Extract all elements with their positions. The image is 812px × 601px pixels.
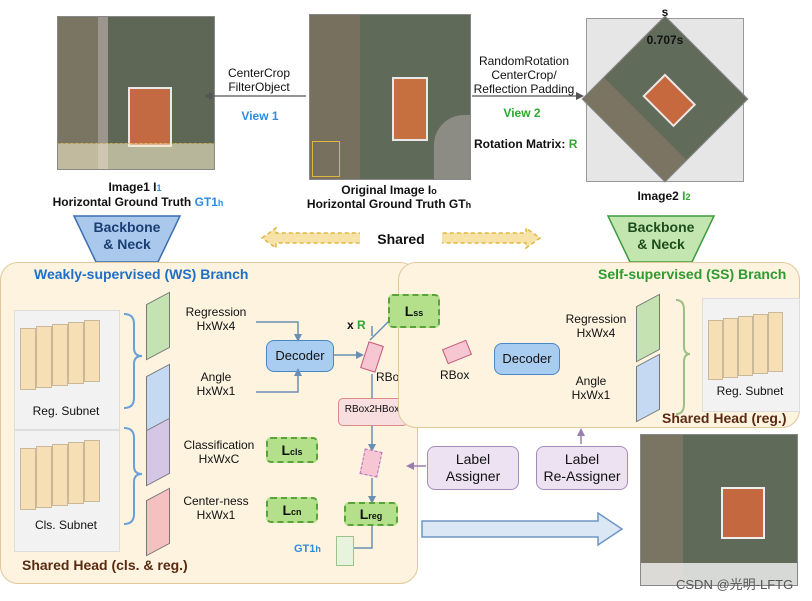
ws-cls-slab	[84, 440, 100, 502]
gt1h-label: GT1h	[294, 543, 321, 555]
ss-reg-slab	[768, 312, 783, 372]
bottom-right-satellite	[640, 434, 798, 586]
ss-shared-head: Shared Head (reg.)	[662, 410, 787, 426]
ss-brace	[675, 299, 691, 415]
ws-reg-slab	[68, 322, 84, 384]
ws-cls-slab	[68, 442, 84, 504]
ws-title: Weakly-supervised (WS) Branch	[34, 266, 249, 282]
loss-cn: Lcn	[266, 497, 318, 523]
ss-decoder: Decoder	[494, 343, 560, 375]
top-arrows	[204, 92, 584, 100]
ws-cls-slab	[36, 446, 52, 508]
backbone-right-label: Backbone& Neck	[627, 219, 695, 252]
ws-cls-subnet-label: Cls. Subnet	[34, 518, 98, 532]
ws-reg-slab	[20, 328, 36, 390]
gt1h-box	[336, 536, 354, 566]
xr-label: x R	[347, 318, 366, 332]
ss-reg-slab	[753, 314, 768, 374]
ss-reg-slab	[708, 320, 723, 380]
image1-satellite	[57, 16, 215, 170]
loss-reg: Lreg	[344, 502, 398, 526]
ws-cls-slab	[20, 448, 36, 510]
rbox2hbox-label: RBox2HBox	[344, 404, 400, 415]
ss-reg-slab	[738, 316, 753, 376]
ws-cls-slab	[52, 444, 68, 506]
image2-title: Image2 I2	[637, 189, 691, 203]
ws-reg-slab	[36, 326, 52, 388]
s707-label: 0.707s	[646, 33, 684, 47]
rotation-label: Rotation Matrix: R	[474, 137, 578, 151]
ws-decoder: Decoder	[266, 340, 334, 372]
ws-reg-slab	[84, 320, 100, 382]
loss-ss: Lss	[388, 294, 440, 328]
view1-label: View 1	[241, 109, 279, 123]
s-label: s	[661, 5, 669, 19]
rbox2hbox-box	[338, 398, 408, 426]
original-satellite	[309, 14, 471, 180]
image1-title: Image1 I1	[108, 180, 162, 194]
ss-reg-slab	[723, 318, 738, 378]
shared-label: Shared	[360, 231, 442, 247]
ws-braces	[123, 313, 143, 525]
ss-title: Self-supervised (SS) Branch	[598, 266, 787, 282]
original-title: Original Image Io	[341, 183, 437, 197]
backbone-left-label: Backbone& Neck	[93, 219, 161, 252]
ss-rbox-label: RBox	[440, 368, 470, 382]
view2-label: View 2	[503, 106, 541, 120]
loss-cls: Lcls	[266, 437, 318, 463]
ws-reg-slab	[52, 324, 68, 386]
image1-gt: Horizontal Ground Truth GT1h	[52, 195, 224, 209]
ss-reg-subnet-label: Reg. Subnet	[716, 384, 784, 398]
ws-shared-head: Shared Head (cls. & reg.)	[22, 557, 188, 573]
original-gt: Horizontal Ground Truth GTh	[306, 197, 472, 211]
ws-reg-subnet-label: Reg. Subnet	[32, 404, 100, 418]
watermark: CSDN @光明-LFTG	[676, 577, 794, 592]
